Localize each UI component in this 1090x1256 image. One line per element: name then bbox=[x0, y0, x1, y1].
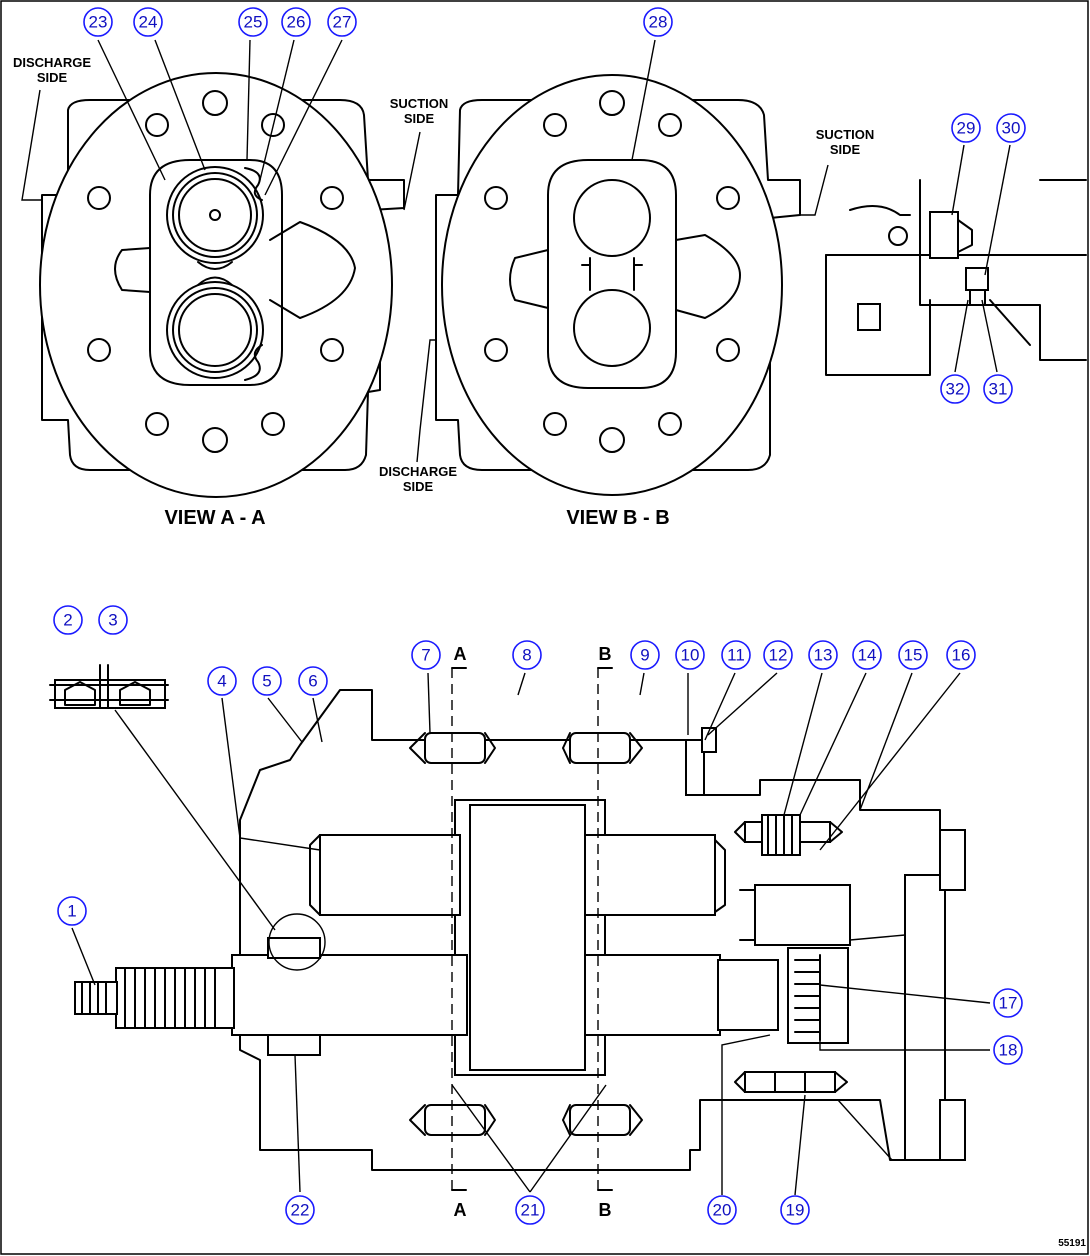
svg-text:3: 3 bbox=[108, 611, 117, 630]
callout-21: 21 bbox=[515, 1195, 545, 1225]
svg-text:24: 24 bbox=[139, 13, 158, 32]
callout-6: 6 bbox=[298, 666, 328, 696]
svg-text:21: 21 bbox=[521, 1201, 540, 1220]
callout-15: 15 bbox=[898, 640, 928, 670]
callout-9: 9 bbox=[630, 640, 660, 670]
svg-text:23: 23 bbox=[89, 13, 108, 32]
svg-text:11: 11 bbox=[727, 646, 745, 665]
svg-text:13: 13 bbox=[814, 646, 833, 665]
svg-text:25: 25 bbox=[244, 13, 263, 32]
svg-text:27: 27 bbox=[333, 13, 352, 32]
section-b-bottom: B bbox=[599, 1200, 612, 1220]
svg-text:12: 12 bbox=[769, 646, 788, 665]
svg-text:26: 26 bbox=[287, 13, 306, 32]
discharge-side-label-a: DISCHARGE bbox=[13, 55, 91, 70]
callout-13: 13 bbox=[808, 640, 838, 670]
callout-17: 17 bbox=[993, 988, 1023, 1018]
svg-text:18: 18 bbox=[999, 1041, 1018, 1060]
svg-text:7: 7 bbox=[421, 646, 430, 665]
svg-text:19: 19 bbox=[786, 1201, 805, 1220]
svg-text:28: 28 bbox=[649, 13, 668, 32]
svg-text:22: 22 bbox=[291, 1201, 310, 1220]
callout-3: 3 bbox=[98, 605, 128, 635]
callout-16: 16 bbox=[946, 640, 976, 670]
callout-27: 27 bbox=[327, 7, 357, 37]
callout-18: 18 bbox=[993, 1035, 1023, 1065]
view-a-section bbox=[39, 72, 405, 498]
side-detail-view bbox=[825, 179, 1087, 376]
svg-text:10: 10 bbox=[681, 646, 700, 665]
svg-text:2: 2 bbox=[63, 611, 72, 630]
section-a-bottom: A bbox=[454, 1200, 467, 1220]
view-b-section bbox=[435, 74, 801, 496]
callout-7: 7 bbox=[411, 640, 441, 670]
callout-25: 25 bbox=[238, 7, 268, 37]
svg-text:4: 4 bbox=[217, 672, 226, 691]
callout-12: 12 bbox=[763, 640, 793, 670]
callout-31: 31 bbox=[983, 374, 1013, 404]
suction-side-label-a: SUCTION bbox=[390, 96, 449, 111]
callout-11: 11 bbox=[721, 640, 751, 670]
callout-5: 5 bbox=[252, 666, 282, 696]
svg-text:5: 5 bbox=[262, 672, 271, 691]
svg-text:20: 20 bbox=[713, 1201, 732, 1220]
svg-text:1: 1 bbox=[67, 902, 76, 921]
callout-1: 1 bbox=[57, 896, 87, 926]
callout-32: 32 bbox=[940, 374, 970, 404]
svg-text:32: 32 bbox=[946, 380, 965, 399]
svg-text:30: 30 bbox=[1002, 119, 1021, 138]
suction-side-label-detail: SUCTION bbox=[816, 127, 875, 142]
section-b-top: B bbox=[599, 644, 612, 664]
callout-23: 23 bbox=[83, 7, 113, 37]
callout-28: 28 bbox=[643, 7, 673, 37]
view-b-title: VIEW B - B bbox=[566, 507, 669, 529]
svg-text:17: 17 bbox=[999, 994, 1018, 1013]
callout-10: 10 bbox=[675, 640, 705, 670]
svg-text:29: 29 bbox=[957, 119, 976, 138]
callout-14: 14 bbox=[852, 640, 882, 670]
callout-30: 30 bbox=[996, 113, 1026, 143]
svg-text:16: 16 bbox=[952, 646, 971, 665]
section-a-top: A bbox=[454, 644, 467, 664]
view-a-title: VIEW A - A bbox=[164, 507, 265, 529]
svg-text:9: 9 bbox=[640, 646, 649, 665]
callout-19: 19 bbox=[780, 1195, 810, 1225]
callout-26: 26 bbox=[281, 7, 311, 37]
svg-text:14: 14 bbox=[858, 646, 877, 665]
callout-2: 2 bbox=[53, 605, 83, 635]
callout-8: 8 bbox=[512, 640, 542, 670]
callout-29: 29 bbox=[951, 113, 981, 143]
callout-4: 4 bbox=[207, 666, 237, 696]
svg-text:6: 6 bbox=[308, 672, 317, 691]
callout-24: 24 bbox=[133, 7, 163, 37]
svg-text:8: 8 bbox=[522, 646, 531, 665]
callout-22: 22 bbox=[285, 1195, 315, 1225]
discharge-side-label-b: DISCHARGE bbox=[379, 464, 457, 479]
leader-lines bbox=[21, 39, 1011, 1196]
callout-20: 20 bbox=[707, 1195, 737, 1225]
figure-number: 55191 bbox=[1058, 1238, 1086, 1249]
pump-cross-section bbox=[49, 664, 966, 1191]
svg-text:31: 31 bbox=[989, 380, 1008, 399]
callout-balloons: 23 24 25 26 27 28 29 30 32 31 2 3 4 5 6 … bbox=[53, 7, 1026, 1225]
svg-text:15: 15 bbox=[904, 646, 923, 665]
